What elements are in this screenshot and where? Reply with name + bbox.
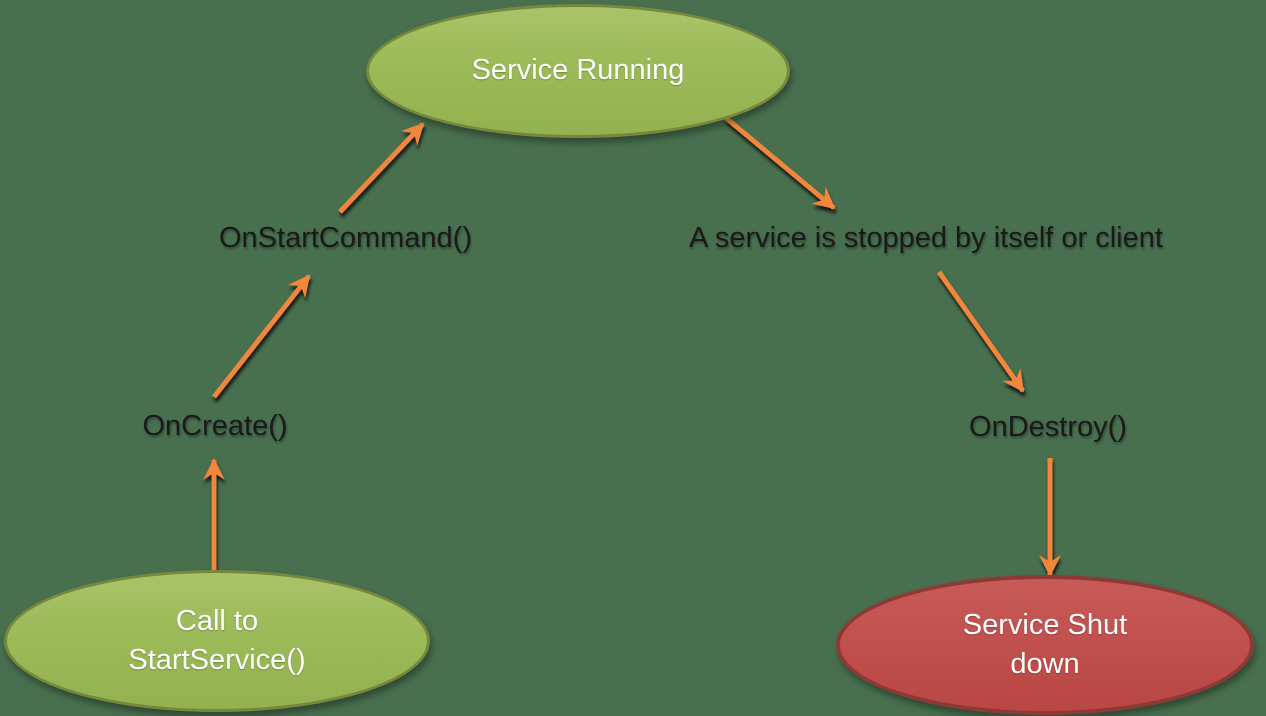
node-call-to-startservice: Call to StartService()	[4, 570, 430, 712]
label-onstartcommand: OnStartCommand()	[218, 222, 472, 254]
label-service-stopped: A service is stopped by itself or client	[689, 222, 1163, 254]
arrow-oncreate-to-onstartcommand	[212, 274, 311, 399]
node-service-running-label: Service Running	[471, 54, 685, 87]
label-ondestroy: OnDestroy()	[969, 411, 1127, 443]
node-service-running: Service Running	[366, 4, 790, 138]
node-service-shut-down: Service Shut down	[836, 575, 1254, 715]
node-service-shut-down-line2: down	[1010, 648, 1080, 680]
node-service-shut-down-line1: Service Shut	[962, 608, 1128, 641]
arrow-onstartcommand-to-servicerunning	[338, 122, 425, 214]
arrow-stopped-to-ondestroy	[936, 270, 1026, 393]
label-oncreate: OnCreate()	[142, 410, 288, 442]
arrow-servicerunning-to-stopped	[724, 116, 836, 210]
node-call-to-startservice-line2: StartService()	[128, 644, 306, 676]
node-call-to-startservice-line1: Call to	[175, 604, 259, 637]
